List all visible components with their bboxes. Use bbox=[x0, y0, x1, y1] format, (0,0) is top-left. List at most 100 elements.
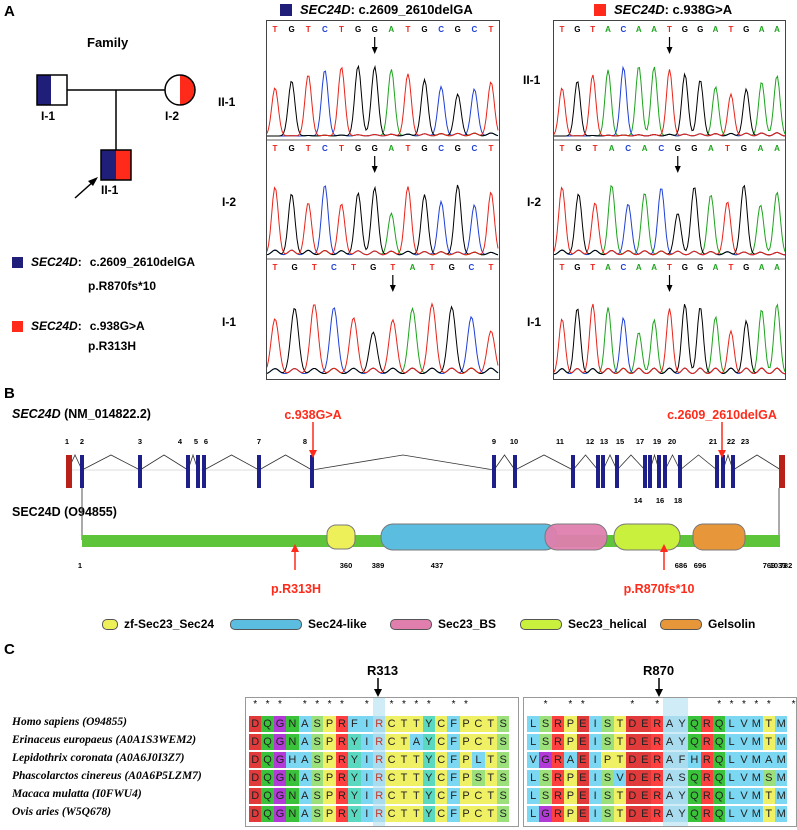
base-call: G bbox=[455, 25, 461, 34]
residue: M bbox=[750, 734, 763, 750]
domain-name: Sec23_BS bbox=[438, 617, 497, 631]
residue: Q bbox=[688, 788, 701, 804]
residue: Y bbox=[675, 806, 689, 822]
residue: N bbox=[286, 734, 299, 750]
residue: P bbox=[564, 788, 577, 804]
pedigree bbox=[36, 74, 196, 199]
residue: L bbox=[527, 716, 540, 732]
domain-sec23-bs bbox=[544, 523, 608, 551]
residue: E bbox=[638, 752, 651, 768]
residue: Q bbox=[261, 788, 274, 804]
residue: D bbox=[626, 734, 639, 750]
domain-sec23-helical bbox=[613, 523, 681, 551]
exon bbox=[657, 455, 661, 488]
residue: R bbox=[551, 734, 565, 750]
trace-C bbox=[266, 185, 499, 256]
base-call: G bbox=[697, 263, 703, 272]
domain-legend-item: Sec24-like bbox=[230, 617, 390, 631]
residue: Q bbox=[713, 806, 726, 822]
residue: M bbox=[750, 806, 763, 822]
base-call: C bbox=[322, 25, 328, 34]
conservation-star: * bbox=[402, 699, 406, 710]
domain-legend-item: Gelsolin bbox=[660, 617, 770, 631]
residue: I bbox=[589, 770, 602, 786]
trace-G bbox=[266, 184, 499, 256]
conservation-star: * bbox=[717, 699, 722, 710]
residue: E bbox=[638, 770, 651, 786]
residue: R bbox=[373, 770, 386, 786]
cdna-mutation-2: c.2609_2610delGA bbox=[667, 408, 777, 422]
residue: D bbox=[249, 752, 262, 768]
legend-protein: p.R313H bbox=[88, 339, 137, 353]
exon-number: 3 bbox=[138, 437, 142, 446]
position-label: 360 bbox=[340, 561, 353, 570]
legend-pill bbox=[520, 618, 562, 630]
residue: S bbox=[762, 770, 775, 786]
trace-T bbox=[553, 69, 786, 137]
domain-name: Sec24-like bbox=[308, 617, 367, 631]
base-call: T bbox=[312, 263, 317, 272]
conservation-star: * bbox=[451, 699, 456, 710]
position-label: 782 bbox=[780, 561, 793, 570]
conservation-star: * bbox=[327, 699, 332, 710]
exon-number: 7 bbox=[257, 437, 261, 446]
residue: A bbox=[663, 752, 676, 768]
base-call: A bbox=[388, 144, 394, 153]
residue: Y bbox=[348, 806, 361, 822]
residue: A bbox=[663, 806, 676, 822]
residue: D bbox=[626, 716, 639, 732]
base-call: C bbox=[621, 25, 627, 34]
base-call: A bbox=[605, 263, 611, 272]
trace-T bbox=[266, 186, 499, 256]
exon-number: 10 bbox=[510, 437, 518, 446]
conservation-star: * bbox=[265, 699, 270, 710]
mother-label: I-2 bbox=[165, 109, 180, 123]
residue: M bbox=[775, 770, 788, 786]
legend-row-2: SEC24D: c.938G>A bbox=[12, 319, 232, 333]
residue: T bbox=[484, 770, 497, 786]
conservation-star: * bbox=[364, 699, 369, 710]
conservation-star: * bbox=[340, 699, 344, 710]
residue: V bbox=[737, 716, 751, 732]
gene-label: SEC24D (NM_014822.2) bbox=[12, 407, 151, 421]
right-seq-header: SEC24D: c.938G>A bbox=[594, 2, 732, 17]
base-call: G bbox=[682, 263, 688, 272]
residue: L bbox=[725, 734, 738, 750]
panel-c-letter: C bbox=[4, 641, 15, 658]
base-call: G bbox=[421, 144, 427, 153]
residue: Y bbox=[675, 734, 689, 750]
base-call: G bbox=[575, 144, 581, 153]
base-call: T bbox=[430, 263, 435, 272]
base-call: T bbox=[560, 144, 565, 153]
residue: T bbox=[397, 788, 411, 804]
trace-G bbox=[266, 305, 499, 375]
exon bbox=[196, 455, 200, 488]
residue: S bbox=[539, 734, 552, 750]
base-call: T bbox=[560, 263, 565, 272]
trace-C bbox=[266, 307, 499, 375]
residue: Y bbox=[348, 770, 361, 786]
base-call: C bbox=[438, 144, 444, 153]
exon bbox=[80, 455, 84, 488]
base-call: G bbox=[675, 144, 681, 153]
residue: C bbox=[435, 788, 448, 804]
residue: M bbox=[750, 716, 763, 732]
exon bbox=[138, 455, 142, 488]
legend-row-1: SEC24D: c.2609_2610delGA bbox=[12, 255, 232, 269]
residue: V bbox=[527, 752, 540, 768]
base-call: C bbox=[471, 25, 477, 34]
base-call: T bbox=[590, 25, 595, 34]
residue: R bbox=[700, 734, 713, 750]
residue: L bbox=[725, 788, 738, 804]
base-call: T bbox=[339, 144, 344, 153]
exon bbox=[731, 455, 735, 488]
residue: G bbox=[273, 752, 287, 768]
header-variant: : c.2609_2610delGA bbox=[350, 2, 473, 17]
species-name: Lepidothrix coronata (A0A6J0I3Z7) bbox=[12, 752, 185, 764]
gene-name: SEC24D bbox=[12, 407, 61, 421]
residue: L bbox=[527, 806, 540, 822]
exon-number: 6 bbox=[204, 437, 208, 446]
base-call: C bbox=[468, 263, 474, 272]
